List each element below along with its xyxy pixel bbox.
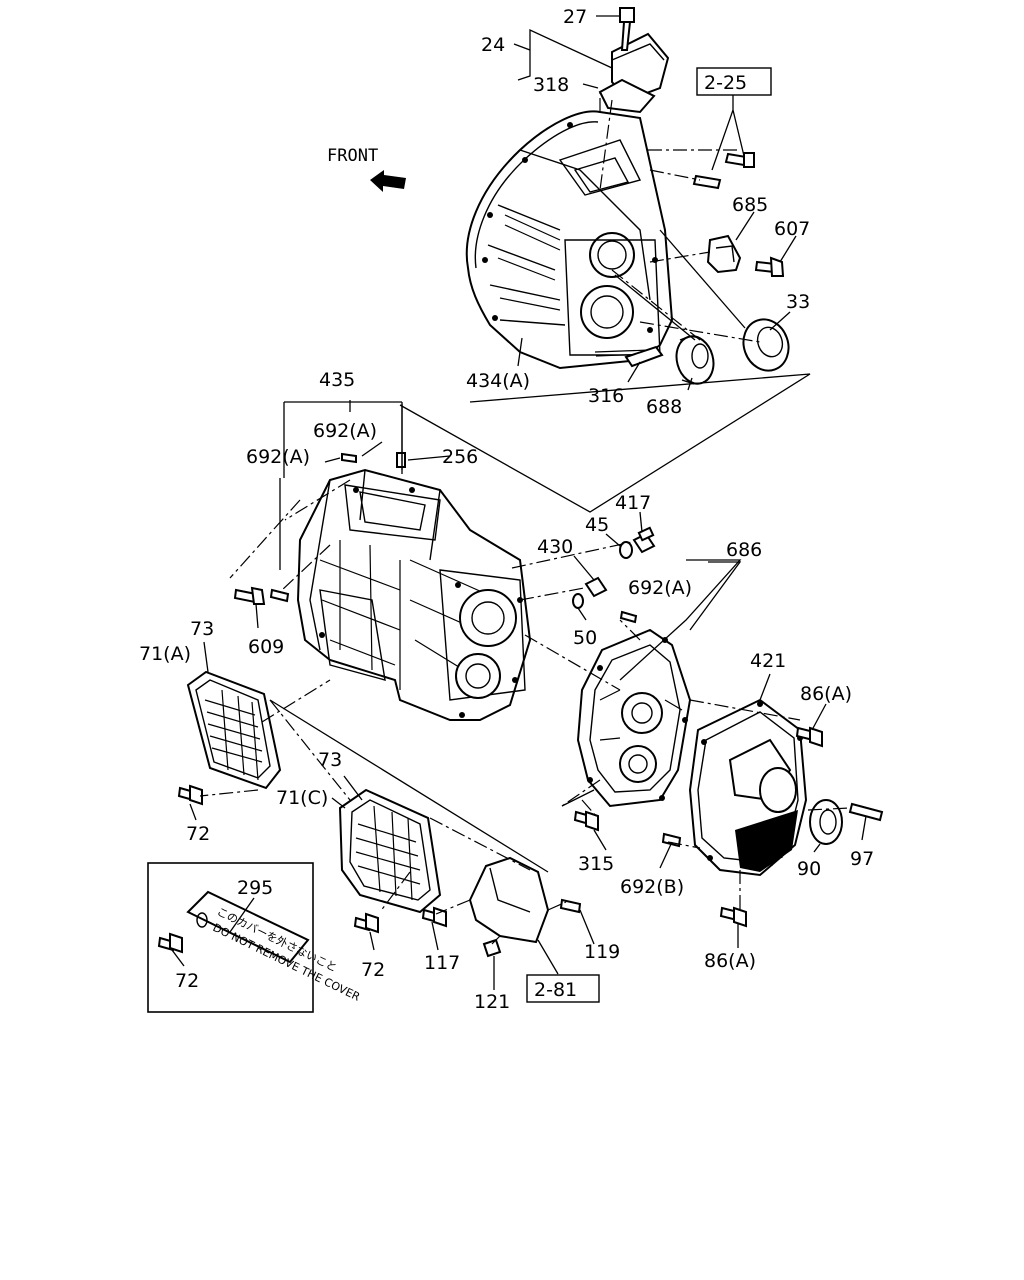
front-indicator: FRONT [327, 146, 406, 192]
nut-121 [482, 938, 502, 958]
dowel-pin-256 [396, 452, 406, 468]
bolt-607 [754, 256, 785, 277]
callout-2-25: 2-25 [704, 72, 747, 94]
callout-692a-upper: 692(A) [313, 420, 377, 442]
callout-607: 607 [774, 218, 810, 240]
callout-72-note: 72 [175, 970, 199, 992]
dowel-pin-692a-1 [341, 452, 357, 464]
opening-frame [319, 589, 386, 681]
sleeve-688 [675, 335, 715, 385]
callout-692a-right: 692(A) [628, 577, 692, 599]
bolt-86a-upper [795, 726, 823, 748]
leader-lines [171, 15, 867, 990]
gasket-ring-50 [572, 593, 584, 609]
bolt-72-a [177, 784, 203, 806]
key-316 [624, 345, 664, 368]
callout-86a-upper: 86(A) [800, 683, 852, 705]
front-label: FRONT [327, 146, 378, 166]
callout-24: 24 [481, 34, 505, 56]
callout-86a-lower: 86(A) [704, 950, 756, 972]
callout-256: 256 [442, 446, 478, 468]
oil-seal-33 [742, 318, 790, 372]
callout-33: 33 [786, 291, 810, 313]
oil-seal-90 [809, 799, 843, 845]
callout-417: 417 [615, 492, 651, 514]
callout-421: 421 [750, 650, 786, 672]
callout-2-81-box [526, 974, 600, 1003]
bolt-72-note [157, 932, 183, 954]
bolt-86a-lower [719, 906, 747, 928]
callout-50: 50 [573, 627, 597, 649]
callout-315: 315 [578, 853, 614, 875]
callout-97: 97 [850, 848, 874, 870]
callout-686: 686 [726, 539, 762, 561]
bolt-72-b [353, 912, 379, 934]
note-box: このカバーを外さないこと DO NOT REMOVE THE COVER [147, 862, 362, 1013]
callout-labels: 27 24 318 2-25 685 607 33 434(A) 316 688… [139, 6, 874, 1013]
callout-685: 685 [732, 194, 768, 216]
callout-2-25-box [696, 67, 772, 96]
cover-2-81 [468, 856, 550, 944]
callout-295: 295 [237, 877, 273, 899]
callout-430: 430 [537, 536, 573, 558]
dowel-pin-692a-2 [269, 588, 290, 603]
transmission-case-435 [296, 468, 532, 721]
callout-90: 90 [797, 858, 821, 880]
bolt-609 [233, 586, 266, 605]
callout-119: 119 [584, 941, 620, 963]
callout-688: 688 [646, 396, 682, 418]
bolt-set-2-25 [692, 152, 755, 190]
callout-692a-left: 692(A) [246, 446, 310, 468]
stud-bolt-119 [559, 898, 582, 914]
callout-72-left: 72 [186, 823, 210, 845]
callout-73-upper: 73 [190, 618, 214, 640]
callout-45: 45 [585, 514, 609, 536]
callout-117: 117 [424, 952, 460, 974]
assembly-guide-lines [199, 92, 851, 945]
clutch-housing-434a [465, 110, 674, 370]
gasket-ring-45 [619, 541, 633, 559]
callout-71a: 71(A) [139, 643, 191, 665]
callout-2-81: 2-81 [534, 979, 577, 1001]
bolt-27 [619, 7, 635, 51]
stud-bolt-97 [848, 802, 884, 822]
side-cover-71c [338, 788, 442, 914]
callout-434a: 434(A) [466, 370, 530, 392]
inspection-cover-24 [598, 32, 670, 114]
callout-609: 609 [248, 636, 284, 658]
callout-72-lower: 72 [361, 959, 385, 981]
bolt-315 [573, 810, 599, 832]
dowel-pin-692a-3 [619, 610, 638, 624]
callout-316: 316 [588, 385, 624, 407]
plug-430 [584, 576, 608, 598]
callout-73-lower: 73 [318, 749, 342, 771]
bracket-685 [706, 234, 742, 274]
rear-cover-421 [688, 698, 808, 877]
bolt-117 [421, 906, 447, 928]
callout-121: 121 [474, 991, 510, 1013]
intermediate-plate-686 [576, 628, 692, 808]
callout-435: 435 [319, 369, 355, 391]
callout-27: 27 [563, 6, 587, 28]
side-cover-71a [186, 670, 282, 790]
callout-71c: 71(C) [276, 787, 328, 809]
callout-692b: 692(B) [620, 876, 684, 898]
front-arrow-icon [370, 170, 406, 192]
plug-417 [632, 526, 656, 554]
callout-318: 318 [533, 74, 569, 96]
